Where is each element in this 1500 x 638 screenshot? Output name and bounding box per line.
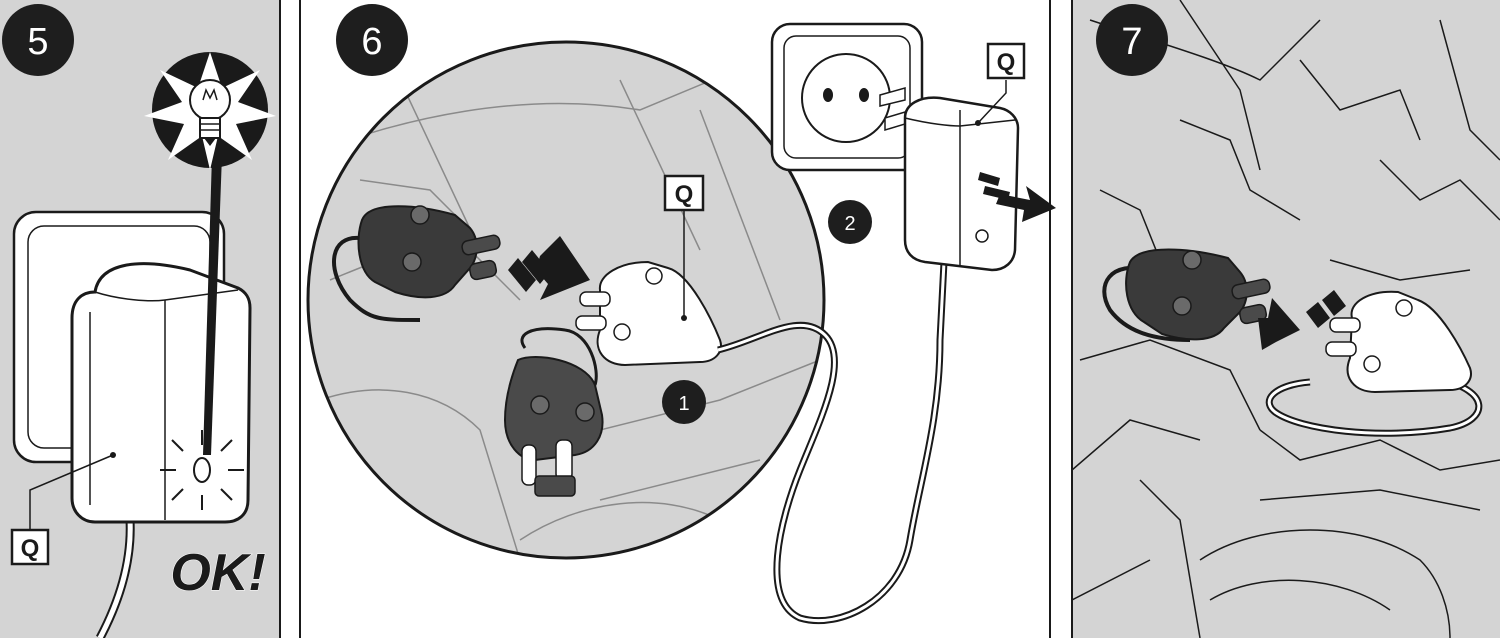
- substep-2-number: 2: [844, 213, 855, 235]
- power-adapter: [70, 262, 252, 524]
- panel-6: Q Q: [299, 0, 1056, 638]
- q-label-connector-text: Q: [675, 181, 694, 208]
- insert-arrow-panel-6: [508, 236, 590, 300]
- device-connector-dark: [357, 205, 501, 299]
- bulb-callout-line: [203, 155, 222, 455]
- step-7-badge: 7: [1096, 4, 1168, 76]
- charger-connector-white-panel-7: [1325, 290, 1472, 394]
- step-5-badge: 5: [2, 4, 74, 76]
- device-connector-dark-panel-7: [1125, 248, 1271, 341]
- step-6-number: 6: [361, 21, 382, 63]
- panel-5: 5 Q OK!: [0, 0, 281, 638]
- light-bulb-icon: [189, 79, 231, 146]
- substep-1-number: 1: [678, 393, 689, 415]
- q-label-adapter: Q: [986, 42, 1026, 80]
- unplug-arrow: [978, 172, 1056, 222]
- substep-1-badge: 1: [662, 380, 706, 424]
- insert-arrow-panel-7: [1258, 290, 1346, 350]
- zoom-background-lines: [319, 59, 821, 558]
- loose-connector: [503, 356, 604, 497]
- q-label-adapter-text: Q: [997, 49, 1016, 76]
- step-6-badge: 6: [336, 4, 408, 76]
- power-adapter-panel-6: [903, 96, 1020, 272]
- q-pointer-adapter: [977, 80, 1007, 124]
- charger-connector-white: [575, 260, 722, 367]
- device-housing-lines: [1072, 0, 1500, 638]
- indicator-led: [160, 430, 244, 510]
- q-pointer-line: [29, 454, 114, 530]
- q-label-text: Q: [21, 535, 40, 562]
- zoom-circle-border: [306, 40, 826, 560]
- wall-socket-panel-6: [770, 22, 924, 172]
- substep-2-badge: 2: [828, 200, 872, 244]
- ok-status-text: OK!: [170, 544, 265, 602]
- q-label-connector: Q: [663, 174, 705, 212]
- step-5-number: 5: [27, 21, 48, 63]
- step-7-number: 7: [1121, 21, 1142, 63]
- zoom-circle: [308, 42, 824, 558]
- q-label-panel-5: Q: [10, 528, 50, 566]
- panel-7: 7: [1071, 0, 1500, 638]
- device-cable: [332, 235, 421, 322]
